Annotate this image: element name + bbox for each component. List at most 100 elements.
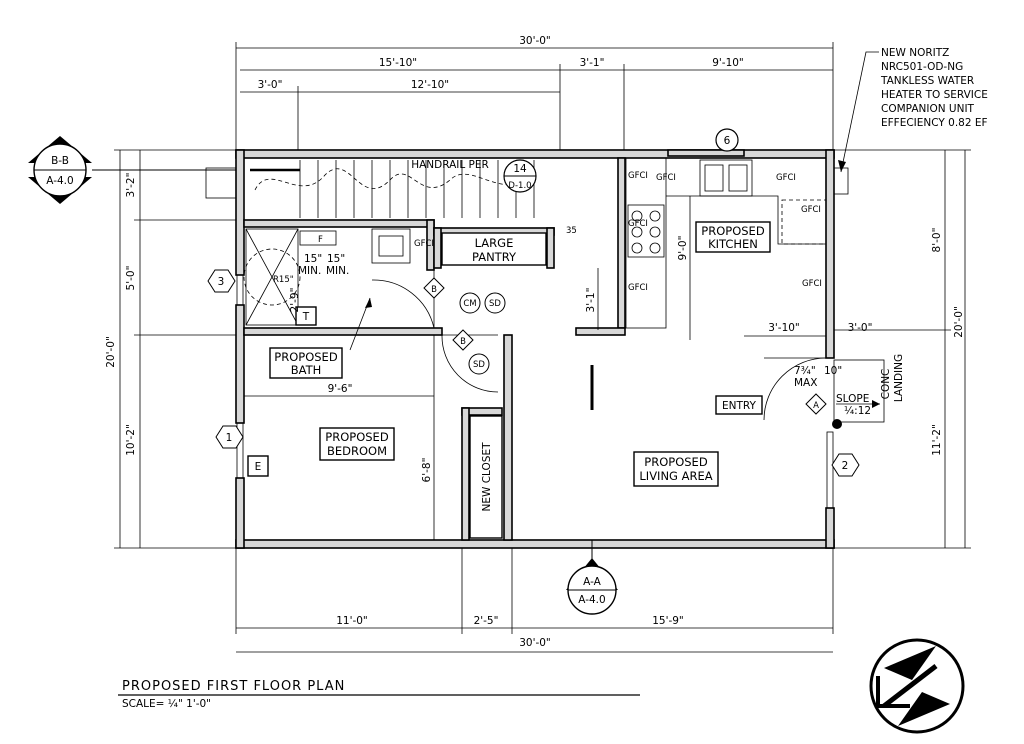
dim-overall-bottom: 30'-0" bbox=[519, 637, 551, 649]
door-tag-b-2-label: B bbox=[460, 337, 466, 347]
tag-t bbox=[295, 306, 317, 326]
label-pantry-2: PANTRY bbox=[472, 250, 517, 264]
dim-min-a: MIN. bbox=[298, 265, 321, 277]
sd-label-1: SD bbox=[489, 299, 501, 309]
label-box-bedroom bbox=[319, 427, 395, 461]
drawing-title: PROPOSED FIRST FLOOR PLAN bbox=[122, 679, 345, 694]
label-kitchen-2: KITCHEN bbox=[708, 237, 758, 251]
note-line-2: NRC501-OD-NG bbox=[881, 61, 963, 73]
label-slope: SLOPE bbox=[836, 393, 869, 405]
dim-radius: R15" bbox=[273, 275, 294, 285]
label-box-entry bbox=[715, 395, 763, 415]
gfci-kitchen-3: GFCI bbox=[776, 173, 796, 183]
water-heater-note: NEW NORITZ NRC501-OD-NG TANKLESS WATER H… bbox=[838, 47, 988, 173]
label-handrail: HANDRAIL PER bbox=[411, 159, 489, 171]
label-box-bath bbox=[269, 347, 343, 379]
dim-top-b: 3'-1" bbox=[580, 57, 605, 69]
dim-kit-b: 3'-0" bbox=[848, 322, 873, 334]
window-tag-1: 1 bbox=[215, 425, 244, 449]
label-bath-1: PROPOSED bbox=[274, 350, 338, 364]
dim-bot-b: 2'-5" bbox=[474, 615, 499, 627]
detail-reference: D-1.0 bbox=[508, 181, 531, 191]
section-marker-bb: B-B A-4.0 bbox=[28, 136, 236, 204]
gfci-kitchen-7: GFCI bbox=[802, 279, 822, 289]
appliance-tag-6-label: 6 bbox=[724, 135, 731, 147]
door-tag-b-1: B bbox=[423, 277, 445, 299]
cm-detector bbox=[459, 292, 481, 314]
tag-e bbox=[247, 455, 269, 477]
door-tag-b-1-label: B bbox=[431, 285, 437, 295]
dim-right-a: 8'-0" bbox=[931, 228, 943, 253]
label-bedroom-2: BEDROOM bbox=[327, 444, 387, 458]
label-box-kitchen bbox=[695, 221, 771, 253]
label-box-pantry bbox=[441, 232, 547, 266]
gfci-bath: GFCI bbox=[414, 239, 434, 249]
gfci-kitchen-2: GFCI bbox=[656, 173, 676, 183]
label-box-living bbox=[633, 451, 719, 487]
right-dimensions: 8'-0" 20'-0" 11'-2" bbox=[833, 149, 971, 549]
label-kitchen-1: PROPOSED bbox=[701, 224, 765, 238]
dim-bot-c: 15'-9" bbox=[652, 615, 684, 627]
section-bb-title: B-B bbox=[51, 155, 69, 167]
note-line-5: COMPANION UNIT bbox=[881, 103, 975, 115]
stair: HANDRAIL PER 35 bbox=[250, 159, 577, 236]
label-living-2: LIVING AREA bbox=[639, 469, 712, 483]
dim-left-b: 5'-0" bbox=[125, 266, 137, 291]
label-entry: ENTRY bbox=[722, 400, 757, 412]
dim-top-d: 3'-0" bbox=[258, 79, 283, 91]
dim-pantry-depth: 3'-1" bbox=[585, 288, 597, 313]
drawing-scale: SCALE= ¼" 1'-0" bbox=[122, 698, 211, 710]
hose-bib-icon bbox=[832, 419, 842, 429]
label-bedroom-1: PROPOSED bbox=[325, 430, 389, 444]
left-dimensions: 3'-2" 5'-0" 20'-0" 10'-2" bbox=[105, 149, 236, 549]
note-line-6: EFFECIENCY 0.82 EF bbox=[881, 117, 988, 129]
dim-left-total: 20'-0" bbox=[105, 336, 117, 368]
note-line-3: TANKLESS WATER bbox=[880, 75, 974, 87]
top-dimensions: 30'-0" 15'-10" 3'-1" 9'-10" 3'-0" 12'-10… bbox=[235, 35, 834, 150]
dim-step-10: 10" bbox=[824, 365, 842, 377]
dim-closet-depth: 6'-8" bbox=[421, 458, 433, 483]
gfci-kitchen-6: GFCI bbox=[628, 283, 648, 293]
north-arrow-icon bbox=[869, 638, 965, 734]
window-tag-1-label: 1 bbox=[226, 432, 233, 444]
dim-step-max-a: 7¾" bbox=[794, 365, 816, 377]
dim-kitchen-depth: 9'-0" bbox=[677, 236, 689, 261]
bottom-dimensions: 11'-0" 2'-5" 15'-9" 30'-0" bbox=[235, 548, 834, 653]
gfci-kitchen-1: GFCI bbox=[628, 171, 648, 181]
tag-f: F bbox=[318, 235, 323, 245]
label-living-1: PROPOSED bbox=[644, 455, 708, 469]
value-slope: ¼:12 bbox=[844, 405, 871, 417]
interior-walls bbox=[243, 149, 745, 541]
window-tag-3-label: 3 bbox=[218, 276, 225, 288]
window-tag-2-label: 2 bbox=[842, 460, 849, 472]
dim-bath-width: 9'-6" bbox=[328, 383, 353, 395]
sd-label-2: SD bbox=[473, 360, 485, 370]
bath-fixtures: T F R15" 15" 15" MIN. MIN. 2'-9" bbox=[243, 228, 411, 326]
door-tag-b-2: B bbox=[452, 329, 474, 351]
dim-left-c: 10'-2" bbox=[125, 424, 137, 456]
label-closet: NEW CLOSET bbox=[481, 442, 493, 512]
gfci-kitchen-5: GFCI bbox=[628, 219, 648, 229]
cm-label: CM bbox=[463, 299, 476, 309]
dim-kit-a: 3'-10" bbox=[768, 322, 800, 334]
dim-bath-depth: 2'-9" bbox=[289, 288, 301, 313]
closet-box bbox=[469, 415, 503, 539]
detail-number: 14 bbox=[513, 163, 527, 175]
water-heater-left bbox=[205, 167, 237, 199]
tag-e-label: E bbox=[255, 461, 262, 473]
dim-top-c: 9'-10" bbox=[712, 57, 744, 69]
dim-top-a: 15'-10" bbox=[379, 57, 417, 69]
dim-bot-a: 11'-0" bbox=[336, 615, 368, 627]
dim-step-max-b: MAX bbox=[794, 377, 817, 389]
sd-detector-1 bbox=[484, 292, 506, 314]
exterior-walls bbox=[235, 149, 835, 549]
dim-clear-a: 15" bbox=[304, 253, 322, 265]
dim-clear-b: 15" bbox=[327, 253, 345, 265]
kitchen-fixtures bbox=[625, 157, 827, 329]
note-line-1: NEW NORITZ bbox=[881, 47, 949, 59]
dim-right-total: 20'-0" bbox=[953, 306, 965, 338]
sd-detector-2 bbox=[468, 353, 490, 375]
dim-top-e: 12'-10" bbox=[411, 79, 449, 91]
label-stair-35: 35 bbox=[566, 226, 577, 236]
door-tag-a: A bbox=[805, 393, 827, 415]
